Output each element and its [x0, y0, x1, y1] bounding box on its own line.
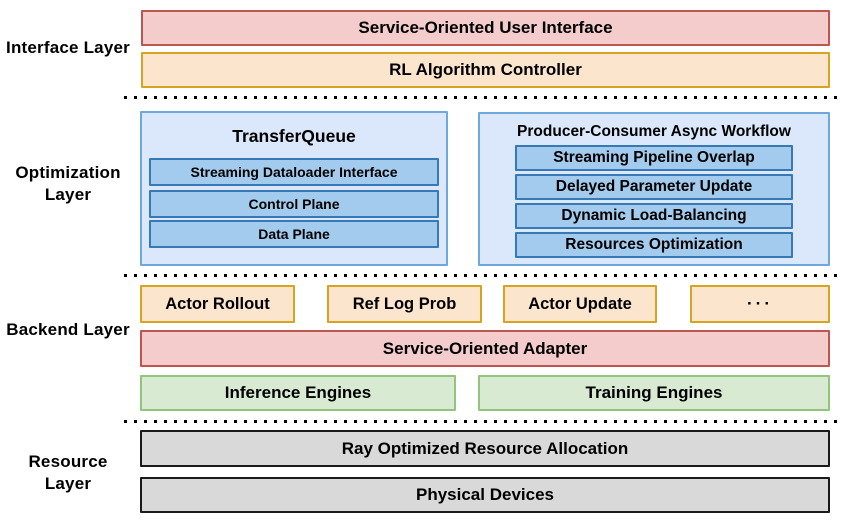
box-ref-log-prob: Ref Log Prob — [327, 285, 482, 323]
box-data-plane: Data Plane — [149, 220, 439, 248]
box-actor-update: Actor Update — [503, 285, 657, 323]
box-more-services: ··· — [690, 285, 830, 323]
panel-transferqueue: TransferQueue Streaming Dataloader Inter… — [140, 111, 448, 266]
box-service-oriented-adapter: Service-Oriented Adapter — [140, 330, 830, 367]
layer-separator — [124, 274, 838, 277]
box-delayed-parameter-update: Delayed Parameter Update — [515, 174, 793, 200]
box-streaming-dataloader-interface: Streaming Dataloader Interface — [149, 158, 439, 186]
box-service-oriented-user-interface: Service-Oriented User Interface — [141, 10, 830, 46]
layer-label-optimization: Optimization Layer — [15, 163, 121, 204]
layer-label-interface: Interface Layer — [6, 38, 130, 57]
layer-label-resource: Resource Layer — [28, 452, 108, 493]
box-streaming-pipeline-overlap: Streaming Pipeline Overlap — [515, 145, 793, 171]
box-control-plane: Control Plane — [149, 190, 439, 218]
panel-producer-consumer: Producer-Consumer Async Workflow Streami… — [478, 112, 830, 266]
layer-separator — [124, 96, 838, 99]
box-resources-optimization: Resources Optimization — [515, 232, 793, 258]
box-physical-devices: Physical Devices — [140, 477, 830, 513]
box-ray-optimized-resource-allocation: Ray Optimized Resource Allocation — [140, 430, 830, 467]
box-inference-engines: Inference Engines — [140, 375, 456, 411]
box-actor-rollout: Actor Rollout — [140, 285, 295, 323]
layer-separator — [124, 420, 838, 423]
layer-label-backend: Backend Layer — [6, 320, 130, 339]
box-rl-algorithm-controller: RL Algorithm Controller — [141, 52, 830, 88]
transferqueue-title: TransferQueue — [232, 126, 356, 146]
box-training-engines: Training Engines — [478, 375, 830, 411]
producer-consumer-title: Producer-Consumer Async Workflow — [517, 123, 791, 140]
box-dynamic-load-balancing: Dynamic Load-Balancing — [515, 203, 793, 229]
